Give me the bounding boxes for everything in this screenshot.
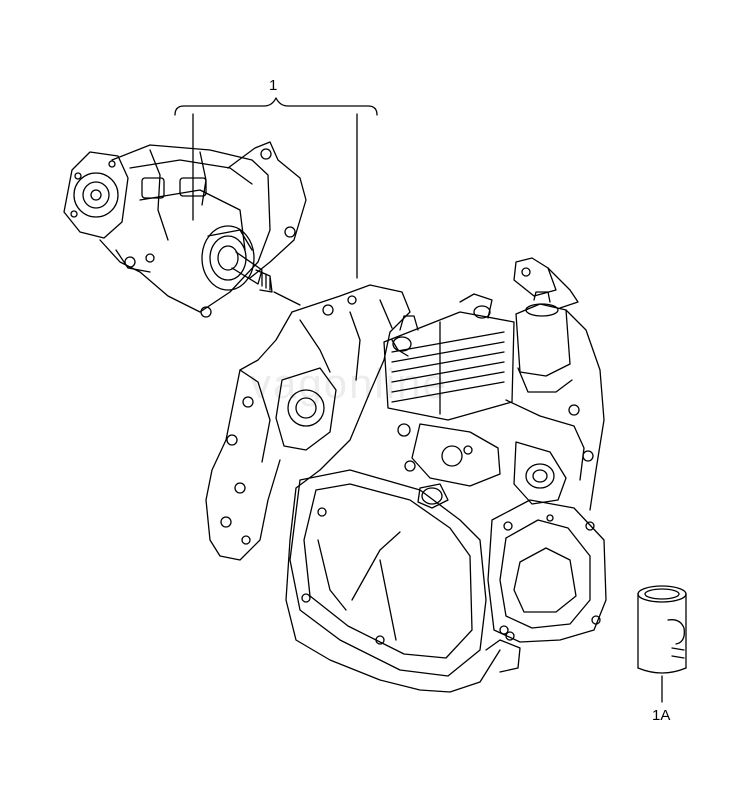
callout-label-1a: 1A [652,707,671,724]
callout-label-1: 1 [269,77,278,94]
callout-bracket-1 [174,97,378,279]
transfer-case [63,141,307,318]
watermark: vagonline [250,360,448,407]
gearbox-housing [205,257,607,693]
oil-filter [637,585,687,703]
